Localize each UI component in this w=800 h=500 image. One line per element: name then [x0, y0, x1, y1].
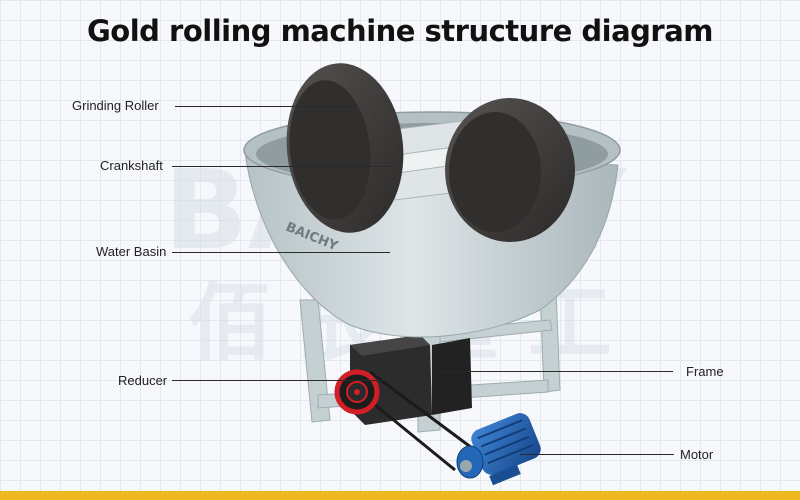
motor [456, 413, 541, 486]
leader-water-basin [172, 252, 390, 253]
leader-frame [437, 371, 673, 372]
accent-bar [0, 491, 800, 500]
leader-crankshaft [172, 166, 394, 167]
label-water-basin: Water Basin [96, 244, 167, 259]
label-grinding-roller: Grinding Roller [72, 98, 159, 113]
label-motor: Motor [680, 447, 714, 462]
page-title: Gold rolling machine structure diagram [87, 14, 714, 48]
label-frame: Frame [686, 364, 724, 379]
label-reducer: Reducer [118, 373, 168, 388]
pulley [334, 369, 380, 415]
grinding-roller-right [445, 98, 575, 242]
grinding-roller-left [286, 63, 404, 233]
leader-motor [520, 454, 674, 455]
leader-reducer [172, 380, 410, 381]
leader-grinding-roller [175, 106, 357, 107]
label-crankshaft: Crankshaft [100, 158, 163, 173]
